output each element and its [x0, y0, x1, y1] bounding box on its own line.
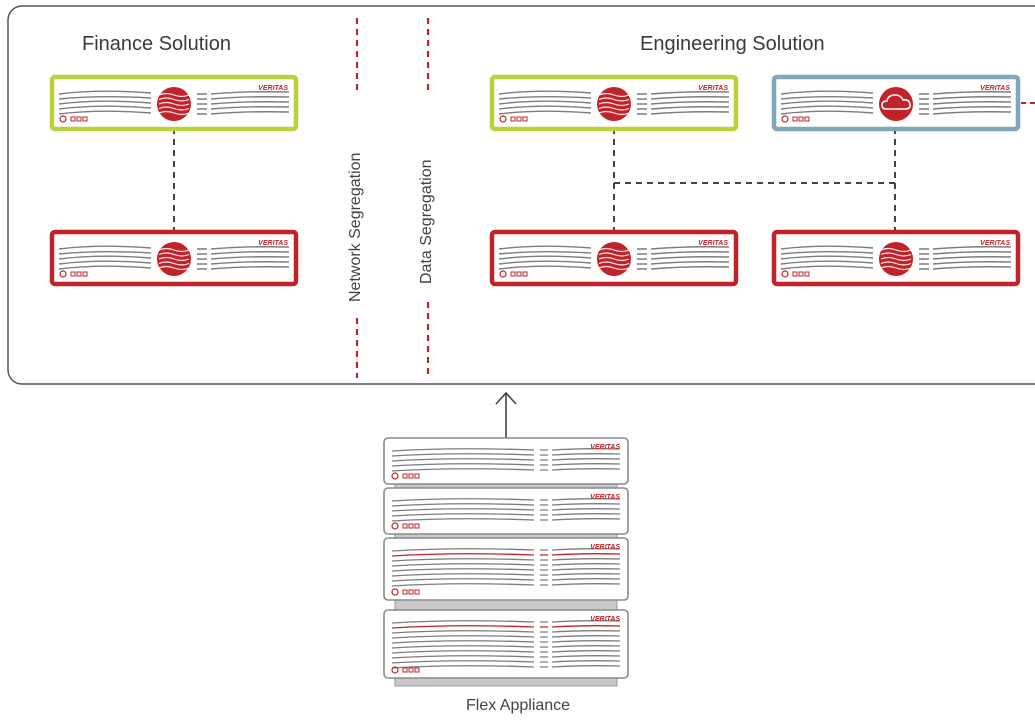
- cloud-icon: [879, 87, 913, 121]
- finance-appliance-top: VERITAS: [49, 74, 299, 132]
- engineering-appliance-top-left: VERITAS: [489, 74, 739, 132]
- flex-unit: VERITAS: [383, 609, 629, 679]
- veritas-logo: VERITAS: [698, 240, 728, 247]
- veritas-logo: VERITAS: [590, 494, 620, 501]
- solutions-container: [7, 5, 1035, 385]
- flex-appliance-stack: VERITAS VERITAS VERITAS VERITAS: [383, 437, 629, 687]
- veritas-logo: VERITAS: [590, 544, 620, 551]
- veritas-logo: VERITAS: [590, 616, 620, 623]
- veritas-logo: VERITAS: [980, 85, 1010, 92]
- flex-unit: VERITAS: [383, 437, 629, 485]
- flex-unit: VERITAS: [383, 487, 629, 535]
- disk-waves-icon: [879, 242, 913, 276]
- data-segregation-label: Data Segregation: [418, 159, 435, 284]
- veritas-logo: VERITAS: [258, 240, 288, 247]
- engineering-solution-title: Engineering Solution: [640, 33, 825, 55]
- engineering-appliance-top-right: VERITAS: [771, 74, 1021, 132]
- appliance-layer: VERITAS VERITAS VERITAS VERITAS VERITAS VERIT…: [49, 74, 1021, 287]
- finance-appliance-bottom: VERITAS: [49, 229, 299, 287]
- engineering-appliance-bottom-right: VERITAS: [771, 229, 1021, 287]
- disk-waves-icon: [157, 242, 191, 276]
- disk-waves-icon: [597, 87, 631, 121]
- veritas-logo: VERITAS: [698, 85, 728, 92]
- engineering-appliance-bottom-left: VERITAS: [489, 229, 739, 287]
- engineering-connectors: [613, 102, 1035, 232]
- veritas-logo: VERITAS: [258, 85, 288, 92]
- flex-appliance-label: Flex Appliance: [466, 697, 571, 714]
- veritas-logo: VERITAS: [590, 444, 620, 451]
- network-segregation-label: Network Segregation: [347, 152, 364, 302]
- veritas-logo: VERITAS: [980, 240, 1010, 247]
- upload-arrow: [495, 391, 517, 438]
- flex-unit: VERITAS: [383, 537, 629, 601]
- disk-waves-icon: [597, 242, 631, 276]
- disk-waves-icon: [157, 87, 191, 121]
- finance-solution-title: Finance Solution: [82, 33, 231, 55]
